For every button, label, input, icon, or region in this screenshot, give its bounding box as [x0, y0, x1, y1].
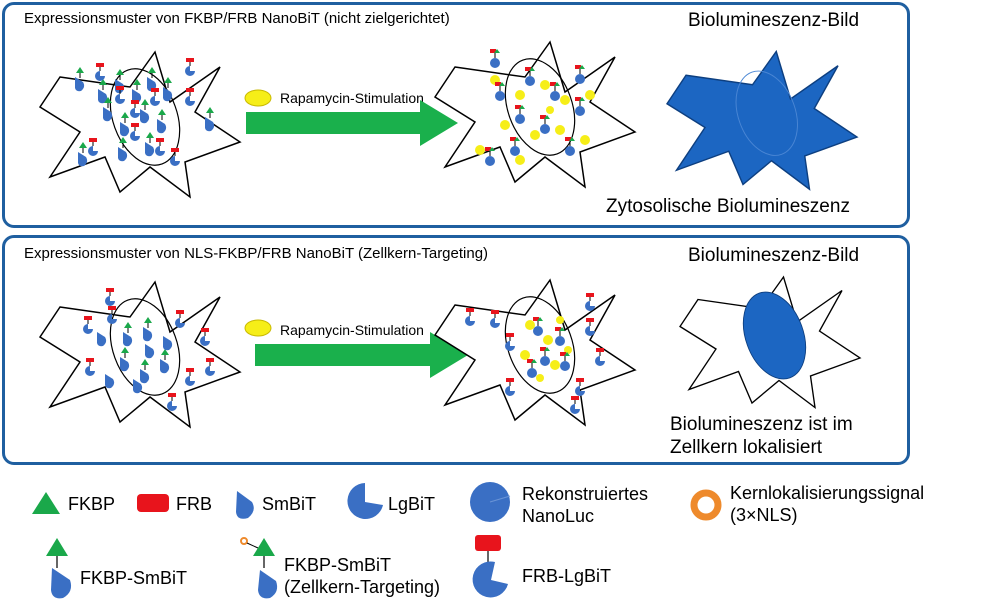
legend-lgbit-label: LgBiT: [388, 494, 436, 514]
panel-non-targeted: [2, 2, 910, 228]
legend-fkbp-smbit-nls-line2: (Zellkern-Targeting): [284, 577, 441, 597]
smbit-icon: [236, 491, 254, 519]
stimulation-arrow-top: [246, 100, 458, 146]
panel-nucleus-targeted: [2, 235, 910, 465]
legend-fkbp-smbit-nls-line1: FKBP-SmBiT: [284, 555, 392, 575]
rapamycin-icon-bottom: [244, 319, 272, 337]
legend-smbit-label: SmBiT: [262, 494, 316, 514]
fkbp-smbit-icon: [46, 538, 72, 599]
top-panel-title: Expressionsmuster von FKBP/FRB NanoBiT (…: [24, 10, 450, 27]
nanoluc-seam: [489, 495, 511, 503]
fkbp-smbit-nls-icon: [240, 537, 278, 599]
nls-ring-icon: [690, 489, 722, 521]
top-image-title: Biolumineszenz-Bild: [688, 10, 860, 31]
stimulation-arrow-bottom: [255, 332, 468, 378]
rapamycin-icon-top: [244, 89, 272, 107]
legend-nanoluc-line2: NanoLuc: [522, 506, 595, 526]
top-result-label: Zytosolische Biolumineszenz: [606, 196, 850, 217]
bottom-cell-after: [434, 279, 636, 426]
legend-fkbp-smbit-label: FKBP-SmBiT: [80, 568, 188, 588]
legend-frb-lgbit-label: FRB-LgBiT: [522, 566, 612, 586]
bottom-bioluminescence-cell: [679, 276, 861, 409]
legend-fkbp-label: FKBP: [68, 494, 116, 514]
bottom-result-line2: Zellkern lokalisiert: [670, 437, 823, 458]
legend-nanoluc-line1: Rekonstruiertes: [522, 484, 649, 504]
bottom-image-title: Biolumineszenz-Bild: [688, 245, 860, 266]
top-arrow-label: Rapamycin-Stimulation: [280, 90, 424, 106]
legend-nls-line2: (3×NLS): [730, 505, 798, 525]
top-cell-after-complexes: [475, 48, 595, 167]
lgbit-icon: [347, 483, 383, 519]
bottom-arrow-label: Rapamycin-Stimulation: [280, 322, 424, 338]
top-bioluminescence-cell: [666, 50, 858, 190]
bottom-cell-before: [39, 281, 241, 428]
top-cell-after: [434, 41, 636, 188]
frb-lgbit-icon: [472, 535, 508, 598]
legend-frb-label: FRB: [176, 494, 212, 514]
frb-icon: [137, 494, 169, 512]
bottom-result-line1: Biolumineszenz ist im: [670, 414, 853, 435]
fkbp-icon: [32, 492, 60, 514]
legend-nls-line1: Kernlokalisierungssignal: [730, 483, 925, 503]
top-cell-before: [39, 51, 241, 198]
bottom-panel-title: Expressionsmuster von NLS-FKBP/FRB NanoB…: [24, 245, 489, 262]
bottom-cell-after-complexes: [464, 292, 606, 415]
